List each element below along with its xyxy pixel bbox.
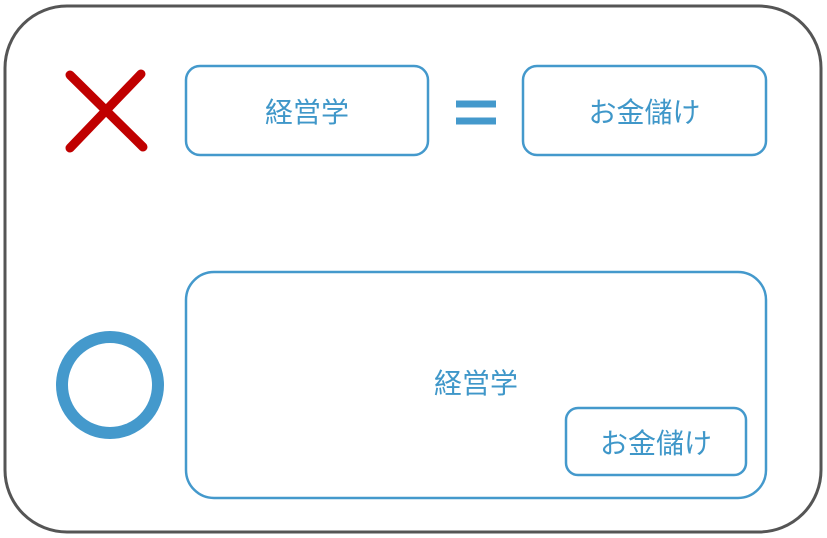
circle-icon xyxy=(56,331,164,439)
equals-icon xyxy=(456,100,496,125)
label-okanemouke-wrong: お金儲け xyxy=(588,95,701,129)
box-okanemouke-wrong xyxy=(521,64,768,157)
box-keieigaku-wrong xyxy=(184,64,430,157)
box-keieigaku-right xyxy=(184,270,768,500)
label-okanemouke-right: お金儲け xyxy=(599,426,712,460)
label-keieigaku-wrong: 経営学 xyxy=(264,95,349,129)
label-keieigaku-right: 経営学 xyxy=(433,367,518,400)
cross-icon xyxy=(65,69,148,153)
outer-frame xyxy=(3,4,823,534)
box-okanemouke-right xyxy=(564,406,748,477)
